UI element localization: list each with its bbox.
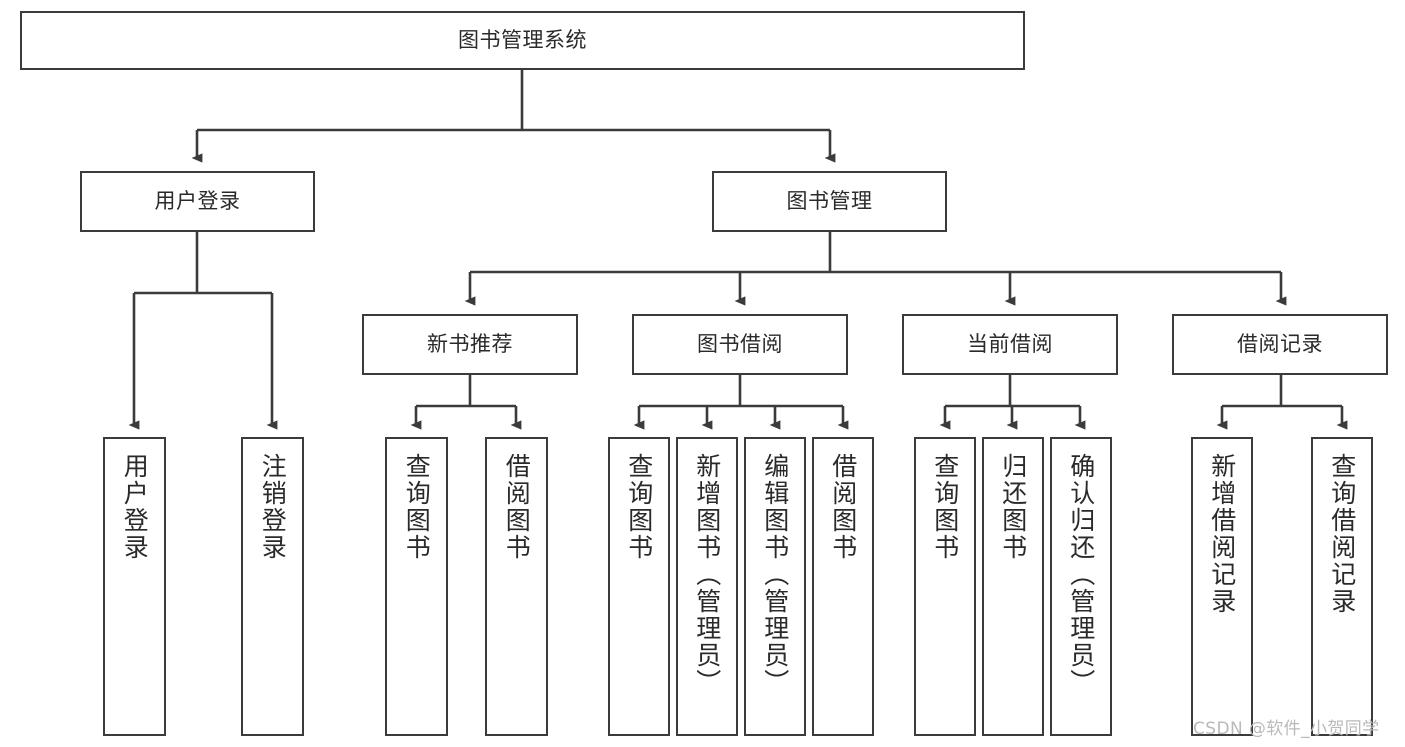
leaf-confirm-return-admin[interactable]: 确认归还（管理员） [1050, 437, 1112, 736]
node-label: 编辑图书（管理员） [760, 453, 790, 696]
leaf-return-book[interactable]: 归还图书 [982, 437, 1044, 736]
leaf-add-borrow-record[interactable]: 新增借阅记录 [1191, 437, 1253, 736]
node-label: 当前借阅 [967, 332, 1053, 357]
node-book-borrow[interactable]: 图书借阅 [632, 314, 848, 375]
leaf-borrow-book-recommend[interactable]: 借阅图书 [485, 437, 548, 736]
node-book-management[interactable]: 图书管理 [712, 171, 947, 232]
node-label: 确认归还（管理员） [1066, 453, 1096, 696]
node-label: 注销登录 [258, 453, 288, 561]
leaf-user-login[interactable]: 用户登录 [103, 437, 166, 736]
node-label: 查询图书 [930, 453, 960, 561]
node-root-book-management-system[interactable]: 图书管理系统 [20, 11, 1025, 70]
csdn-watermark: CSDN @软件_小贺同学 [1193, 719, 1380, 739]
node-label: 借阅图书 [502, 453, 532, 561]
leaf-query-book-recommend[interactable]: 查询图书 [385, 437, 448, 736]
node-label: 借阅记录 [1237, 332, 1323, 357]
node-user-login[interactable]: 用户登录 [80, 171, 315, 232]
node-label: 查询借阅记录 [1327, 453, 1357, 615]
leaf-add-book-admin[interactable]: 新增图书（管理员） [676, 437, 738, 736]
leaf-borrow-book-borrow[interactable]: 借阅图书 [812, 437, 874, 736]
leaf-edit-book-admin[interactable]: 编辑图书（管理员） [744, 437, 806, 736]
node-label: 查询图书 [402, 453, 432, 561]
leaf-logout-login[interactable]: 注销登录 [241, 437, 304, 736]
node-label: 新增借阅记录 [1207, 453, 1237, 615]
node-current-borrow[interactable]: 当前借阅 [902, 314, 1118, 375]
node-label: 查询图书 [624, 453, 654, 561]
leaf-query-book-current[interactable]: 查询图书 [914, 437, 976, 736]
node-label: 归还图书 [998, 453, 1028, 561]
node-label: 图书借阅 [697, 332, 783, 357]
node-label: 借阅图书 [828, 453, 858, 561]
leaf-query-borrow-record[interactable]: 查询借阅记录 [1311, 437, 1373, 736]
node-borrow-record[interactable]: 借阅记录 [1172, 314, 1388, 375]
node-new-book-recommend[interactable]: 新书推荐 [362, 314, 578, 375]
node-label: 用户登录 [154, 189, 241, 214]
node-label: 图书管理 [786, 189, 873, 214]
node-label: 图书管理系统 [458, 28, 587, 53]
node-label: 新增图书（管理员） [692, 453, 722, 696]
node-label: 用户登录 [120, 453, 150, 561]
node-label: 新书推荐 [427, 332, 513, 357]
leaf-query-book-borrow[interactable]: 查询图书 [608, 437, 670, 736]
